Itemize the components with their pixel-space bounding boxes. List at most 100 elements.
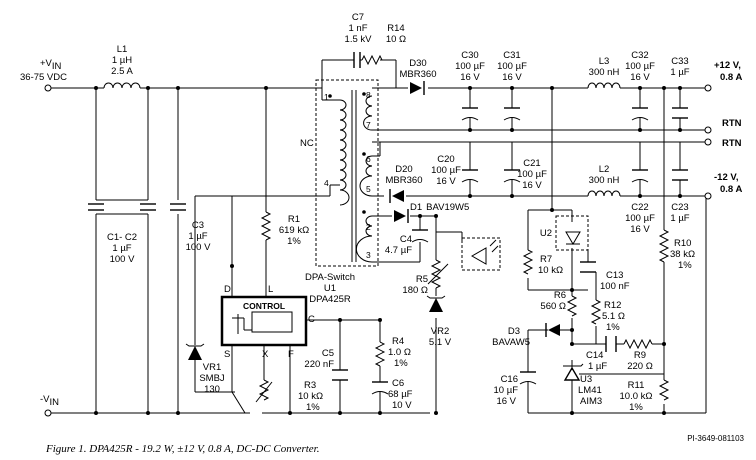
output-caps [461, 107, 688, 183]
svg-text:2: 2 [366, 222, 371, 232]
svg-text:CONTROL: CONTROL [243, 301, 285, 311]
control-block [220, 295, 308, 347]
figure-caption: Figure 1. DPA425R - 19.2 W, ±12 V, 0.8 A… [45, 443, 320, 455]
svg-text:L: L [268, 284, 273, 295]
svg-text:C44.7 µF: C44.7 µF [385, 234, 412, 256]
c13-symbol [580, 261, 596, 273]
input-range: 36-75 VDC [20, 72, 67, 83]
terminals [44, 84, 712, 417]
svg-text:8: 8 [366, 90, 371, 100]
svg-text:R41.0 Ω1%: R41.0 Ω1% [388, 336, 411, 369]
control-labels: CONTROL D L C S X F [224, 284, 315, 360]
svg-text:L11 µH2.5 A: L11 µH2.5 A [111, 44, 133, 77]
svg-text:U2: U2 [540, 228, 552, 239]
svg-text:F: F [288, 349, 294, 360]
r10-symbol [658, 229, 670, 263]
r3-symbol [258, 379, 270, 401]
c1-c2-symbol [88, 203, 156, 211]
r7-symbol [522, 249, 534, 275]
transformer-box [315, 79, 379, 267]
c7-symbol [353, 52, 362, 68]
d1-symbol [394, 209, 409, 223]
r1-symbol [260, 211, 272, 241]
svg-text:1: 1 [324, 92, 329, 102]
c5-symbol [332, 369, 348, 381]
l1-symbol [103, 82, 141, 89]
r5-symbol [430, 259, 442, 289]
l3-symbol [587, 82, 621, 89]
neg-output-current: 0.8 A [720, 184, 742, 195]
r12-symbol [590, 299, 602, 325]
vr1-symbol [185, 343, 205, 360]
r11-symbol [658, 379, 670, 401]
svg-text:X: X [262, 349, 269, 360]
rtn-label-2: RTN [722, 138, 742, 149]
svg-text:5: 5 [366, 184, 371, 194]
return-label: -VIN [40, 394, 59, 408]
c4-symbol [411, 229, 429, 243]
rtn-label-1: RTN [722, 118, 742, 129]
r9-symbol [623, 338, 653, 350]
c16-symbol [519, 371, 537, 385]
r14-symbol [361, 54, 383, 66]
c6-symbol [371, 381, 389, 395]
svg-text:6: 6 [366, 154, 371, 164]
opto-symbol [461, 237, 501, 271]
svg-text:C71 nF1.5 kV: C71 nF1.5 kV [345, 12, 373, 45]
input-label: +VIN [40, 58, 62, 72]
transformer-windings [328, 90, 373, 263]
pos-output-label: +12 V, [714, 60, 741, 71]
svg-text:D: D [224, 284, 231, 295]
l2-symbol [587, 190, 621, 197]
d3-symbol [545, 323, 560, 337]
svg-text:NC: NC [300, 138, 314, 149]
c14-symbol [605, 336, 617, 352]
svg-text:C: C [308, 314, 315, 325]
u2-symbol [555, 215, 589, 251]
svg-text:S: S [224, 349, 230, 360]
d30-symbol [410, 81, 425, 95]
r6-symbol [566, 295, 578, 317]
c3-symbol [170, 203, 186, 211]
d20-symbol [389, 189, 404, 203]
svg-text:3: 3 [366, 250, 371, 260]
junctions [94, 86, 682, 415]
transformer-labels: NC 1 2 3 4 5 6 7 8 [300, 90, 371, 260]
